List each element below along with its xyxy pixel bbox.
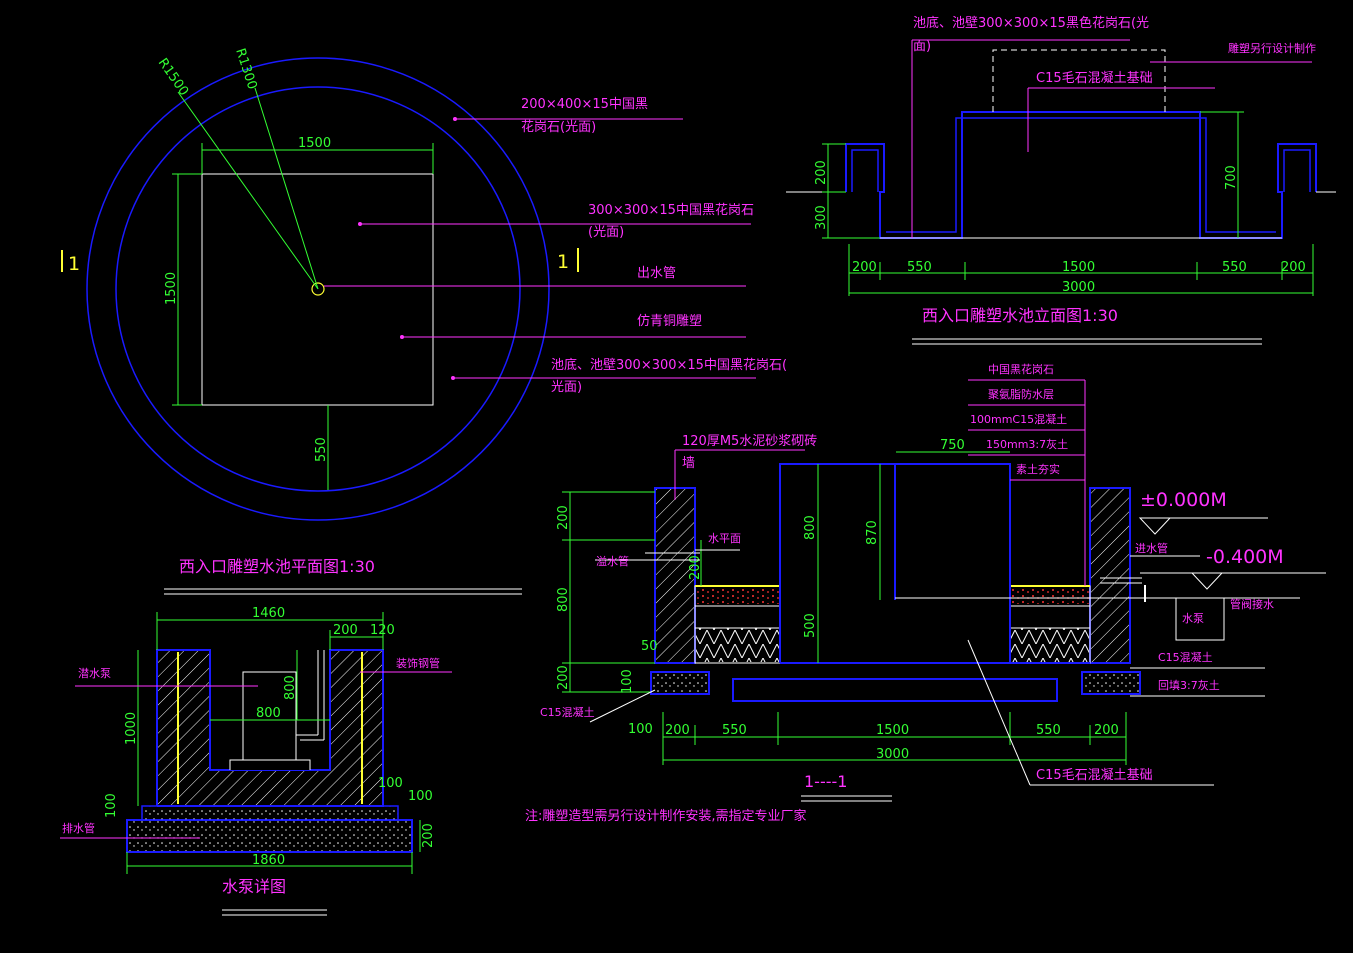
outlet-pipe-circle	[311, 282, 325, 296]
pump-dim-100c: 100	[408, 789, 433, 804]
sec-total: 3000	[876, 747, 909, 762]
callout-plan-1b: 花岗石(光面)	[521, 119, 596, 135]
layer-1: 中国黑花岗石	[988, 363, 1054, 376]
label-c15: C15混凝土	[1158, 650, 1213, 664]
section-mark-left: 1	[68, 253, 80, 275]
layer-2: 聚氨脂防水层	[988, 387, 1054, 401]
elevation-view: 200 300 700 200 550 1500 550 200 3000 池底…	[786, 15, 1336, 345]
callout-plan-4: 仿青铜雕塑	[637, 314, 702, 329]
radius-r1500: R1500	[155, 56, 191, 99]
callout-plan-5b: 光面)	[551, 380, 582, 395]
callout-plan-5a: 池底、池壁300×300×15中国黑花岗石(	[551, 357, 787, 373]
label-backfill: 回填3:7灰土	[1158, 678, 1220, 692]
sec-dim-800l: 800	[556, 587, 571, 612]
inner-circle	[115, 86, 521, 492]
sec-dim-870: 870	[865, 520, 880, 545]
elev-callout-top-b: 面)	[913, 39, 931, 54]
sec-b550a: 550	[722, 723, 747, 738]
label-inlet: 进水管	[1135, 541, 1168, 555]
pump-dim-120: 120	[370, 623, 395, 638]
label-water-surface: 水平面	[708, 532, 741, 545]
elevation-title: 西入口雕塑水池立面图1:30	[922, 306, 1118, 325]
section-mark-right: 1	[557, 251, 569, 273]
sec-dim-200lb: 200	[556, 665, 571, 690]
sec-b200b: 200	[1094, 723, 1119, 738]
elev-b200a: 200	[852, 260, 877, 275]
label-c15-left: C15混凝土	[540, 705, 595, 719]
pump-dim-800w: 800	[256, 706, 281, 721]
layer-3: 100mmC15混凝土	[970, 412, 1067, 426]
pump-dim-1860: 1860	[252, 853, 285, 868]
radius-r1300: R1300	[232, 47, 259, 92]
elev-dim-200: 200	[814, 160, 829, 185]
elev-callout-base: C15毛石混凝土基础	[1036, 70, 1153, 86]
dim-plan-height: 1500	[164, 272, 179, 305]
pump-dim-200: 200	[333, 623, 358, 638]
callout-plan-1a: 200×400×15中国黑	[521, 97, 648, 112]
level-water: -0.400M	[1206, 546, 1284, 568]
label-base: C15毛石混凝土基础	[1036, 767, 1153, 783]
dim-plan-width: 1500	[298, 136, 331, 151]
pump-label-inlet: 排水管	[62, 821, 95, 835]
general-note: 注:雕塑造型需另行设计制作安装,需指定专业厂家	[525, 808, 807, 824]
callout-plan-2b: (光面)	[588, 225, 624, 240]
sec-dim-750: 750	[940, 438, 965, 453]
elev-b200b: 200	[1281, 260, 1306, 275]
label-pump: 水泵	[1182, 612, 1204, 625]
elev-callout-right: 雕塑另行设计制作	[1228, 41, 1316, 55]
pump-dim-1460: 1460	[252, 606, 285, 621]
wall-note-a: 120厚M5水泥砂浆砌砖	[682, 434, 817, 449]
elev-b1500: 1500	[1062, 260, 1095, 275]
callout-plan-3: 出水管	[637, 266, 676, 281]
sec-dim-200l: 200	[556, 505, 571, 530]
elev-total: 3000	[1062, 280, 1095, 295]
sec-b1500: 1500	[876, 723, 909, 738]
plan-title: 西入口雕塑水池平面图1:30	[179, 557, 375, 576]
sec-dim-100b: 100	[628, 722, 653, 737]
pump-dim-200r: 200	[421, 823, 436, 848]
pump-label-pump: 潜水泵	[78, 666, 111, 680]
sec-dim-500: 500	[803, 613, 818, 638]
label-pipe-well: 管阀接水	[1230, 597, 1274, 611]
sec-dim-100: 100	[620, 669, 635, 694]
callout-plan-2a: 300×300×15中国黑花岗石	[588, 202, 754, 218]
elev-b550b: 550	[1222, 260, 1247, 275]
layer-4: 150mm3:7灰土	[986, 437, 1068, 451]
section-title: 1----1	[804, 772, 847, 791]
layer-5: 素土夯实	[1016, 462, 1060, 476]
label-overflow: 溢水管	[596, 554, 629, 568]
pump-label-wire: 装饰钢管	[396, 656, 440, 670]
section-view: 750 800 870 200 500 200 800 200 100 50 1…	[540, 363, 1326, 802]
pump-title: 水泵详图	[222, 877, 286, 896]
sec-dim-50: 50	[641, 639, 658, 654]
wall-note-b: 墙	[682, 456, 695, 471]
sec-b200a: 200	[665, 723, 690, 738]
dim-plan-550: 550	[314, 437, 329, 462]
pump-dim-800h: 800	[283, 675, 298, 700]
elev-callout-top-a: 池底、池壁300×300×15黑色花岗石(光	[913, 15, 1149, 31]
elev-b550a: 550	[907, 260, 932, 275]
pump-dim-1000: 1000	[124, 712, 139, 745]
sec-dim-200v: 200	[688, 555, 703, 580]
elevation-outline	[845, 111, 1317, 239]
elev-dim-700: 700	[1224, 165, 1239, 190]
outer-circle	[86, 57, 550, 521]
sec-dim-800: 800	[803, 515, 818, 540]
pump-detail: 1460 200 120 800 800 1000 100 100 100 20…	[60, 606, 452, 916]
pump-dim-100a: 100	[104, 793, 119, 818]
pump-dim-100b: 100	[378, 776, 403, 791]
sculpture-square	[201, 173, 434, 406]
level-top: ±0.000M	[1140, 489, 1227, 511]
sec-b550b: 550	[1036, 723, 1061, 738]
elev-dim-300: 300	[814, 205, 829, 230]
